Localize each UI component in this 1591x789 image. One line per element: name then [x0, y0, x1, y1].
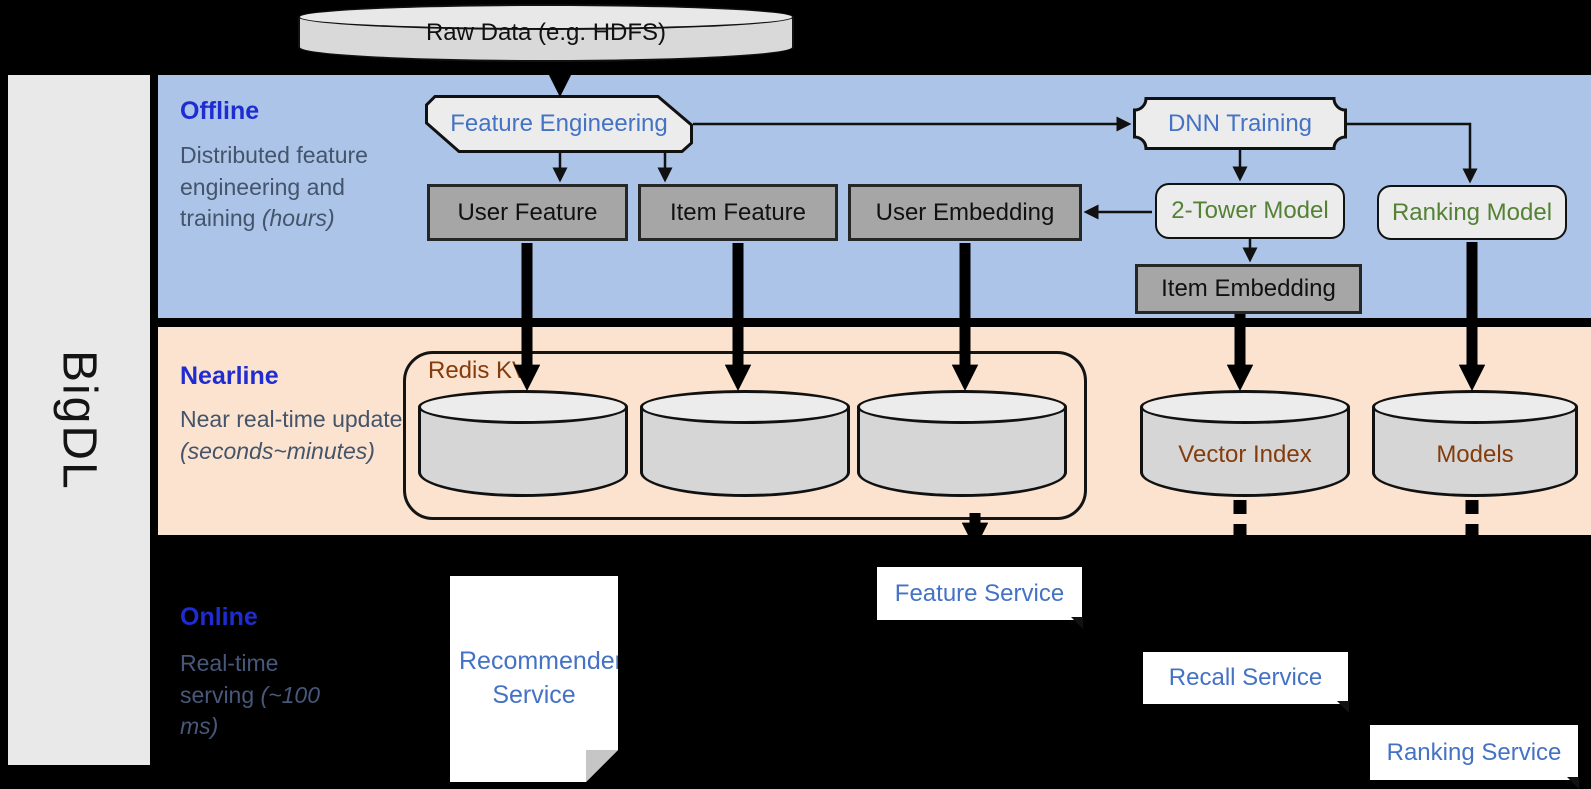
doc-recommender-service: Recommender Service [450, 576, 618, 782]
node-user-embedding: User Embedding [848, 184, 1082, 241]
plaque-shape [1133, 97, 1347, 150]
redis-cylinder-3 [857, 390, 1067, 497]
two-tower-model-label: 2-Tower Model [1171, 197, 1329, 224]
feature-engineering-label: Feature Engineering [450, 110, 668, 137]
offline-band-description: Distributed feature engineering and trai… [180, 140, 380, 235]
online-band-desc-text: Real-time serving [180, 650, 279, 708]
raw-data-store: Raw Data (e.g. HDFS) [298, 4, 794, 62]
node-recall-service: Recall Service [1143, 652, 1349, 713]
node-ranking-model: Ranking Model [1377, 185, 1567, 240]
cylinder-top [857, 390, 1067, 424]
models-label: Models [1436, 441, 1514, 469]
vector-index-label: Vector Index [1178, 441, 1312, 469]
node-user-feature: User Feature [427, 184, 628, 241]
redis-kv-container [403, 351, 1087, 520]
folded-corner-icon [586, 750, 618, 782]
nearline-band-title: Nearline [180, 362, 279, 390]
raw-data-label: Raw Data (e.g. HDFS) [425, 19, 667, 47]
node-feature-engineering: Feature Engineering [425, 95, 693, 153]
cylinder-top [1372, 390, 1578, 424]
user-embedding-label: User Embedding [875, 198, 1055, 226]
node-dnn-training: DNN Training [1133, 97, 1347, 150]
online-band-description: Real-time serving (~100 ms) [180, 648, 345, 743]
node-two-tower-model: 2-Tower Model [1155, 183, 1345, 239]
bigdl-brand-bar: BigDL [8, 75, 150, 765]
recommender-service-label: Recommender Service [459, 647, 623, 709]
folded-corner-icon [1071, 617, 1083, 629]
bigdl-label: BigDL [52, 349, 106, 491]
offline-band-desc-text: Distributed feature engineering and trai… [180, 142, 368, 232]
store-models: Models [1372, 390, 1578, 497]
nearline-band-desc-note: (seconds~minutes) [180, 437, 375, 464]
redis-cylinder-1 [418, 390, 628, 497]
ranking-model-label: Ranking Model [1391, 198, 1553, 226]
recall-service-label: Recall Service [1168, 664, 1323, 691]
folded-corner-icon [1567, 777, 1579, 789]
nearline-band-description: Near real-time update (seconds~minutes) [180, 404, 435, 467]
nearline-band-desc-text: Near real-time update [180, 406, 403, 432]
dnn-training-label: DNN Training [1167, 109, 1313, 137]
cylinder-top [418, 390, 628, 424]
cylinder-body [1140, 407, 1350, 497]
online-band-desc-note: (~100 ms) [180, 681, 321, 740]
online-band-title: Online [180, 603, 258, 631]
card-shape [425, 95, 693, 153]
folded-corner-icon [1337, 701, 1349, 713]
cylinder-top [640, 390, 850, 424]
cylinder-top [1140, 390, 1350, 424]
offline-band-desc-note: (hours) [261, 205, 335, 232]
node-ranking-service: Ranking Service [1370, 725, 1579, 789]
offline-band-title: Offline [180, 97, 260, 125]
user-feature-label: User Feature [457, 198, 598, 226]
cylinder-top [298, 4, 794, 30]
store-vector-index: Vector Index [1140, 390, 1350, 497]
node-item-feature: Item Feature [638, 184, 838, 241]
node-item-embedding: Item Embedding [1135, 264, 1362, 314]
feature-service-label: Feature Service [894, 579, 1065, 607]
ranking-service-label: Ranking Service [1386, 738, 1562, 766]
redis-cylinder-2 [640, 390, 850, 497]
redis-kv-label: Redis KV [428, 357, 529, 384]
item-embedding-label: Item Embedding [1161, 275, 1336, 302]
item-feature-label: Item Feature [669, 198, 807, 226]
node-feature-service: Feature Service [877, 567, 1083, 629]
